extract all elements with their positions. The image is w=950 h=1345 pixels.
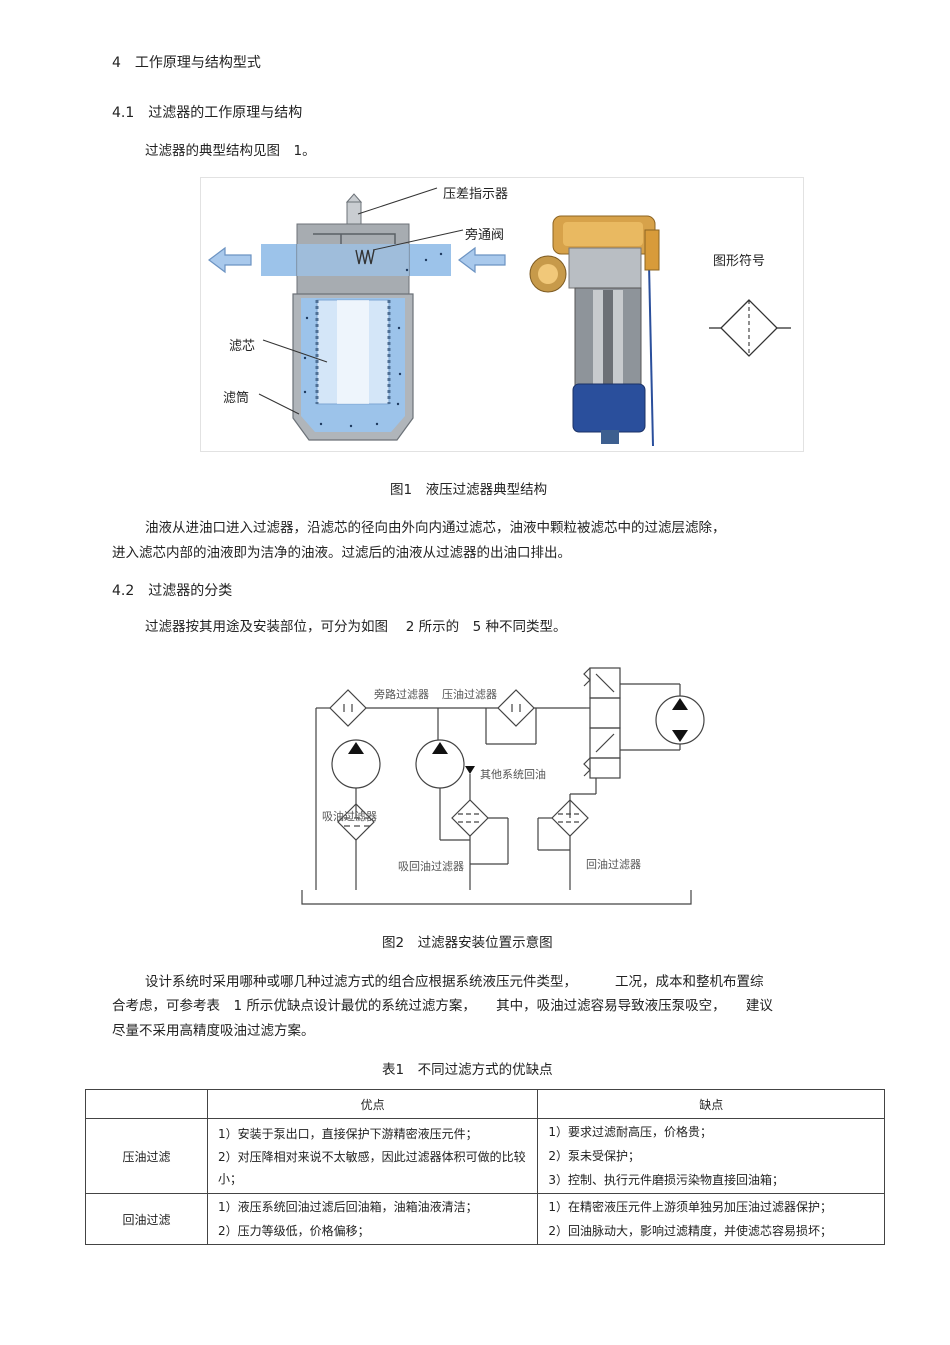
label-suction-return-filter: 吸回油过滤器 xyxy=(398,860,464,873)
paragraph-design-line-2: 合考虑，可参考表 1 所示优缺点设计最优的系统过滤方案， 其中，吸油过滤容易导致… xyxy=(112,998,773,1014)
suction-return-filter-symbol xyxy=(451,799,489,837)
header-cell-empty xyxy=(85,1089,208,1119)
inlet-arrow xyxy=(458,246,506,274)
figure-2-caption: 图2 过滤器安装位置示意图 xyxy=(382,935,553,951)
row-name-pressure: 压油过滤 xyxy=(85,1118,208,1194)
label-filter-core: 滤芯 xyxy=(229,339,256,354)
cons-item: 2）泵未受保护； xyxy=(548,1149,641,1163)
row-pros-return: 1）液压系统回油过滤后回油箱，油箱油液清洁； 2）压力等级低，价格偏移； xyxy=(206,1193,539,1245)
paragraph-design-line-3: 尽量不采用高精度吸油过滤方案。 xyxy=(112,1023,315,1039)
pros-item: 1）安装于泵出口，直接保护下游精密液压元件； xyxy=(217,1127,478,1141)
head-flow-channel xyxy=(297,244,409,276)
figure-1-drawing xyxy=(208,187,791,447)
row-name-return: 回油过滤 xyxy=(85,1193,208,1245)
figure-2-install-positions: 旁路过滤器 压油过滤器 其他系统回油 吸油过滤器 吸回油过滤器 回油过滤器 xyxy=(296,654,716,908)
paragraph-working-line-2: 进入滤芯内部的油液即为洁净的油液。过滤后的油液从过滤器的出油口排出。 xyxy=(112,545,571,561)
figure-2-circuit xyxy=(301,667,705,905)
row-cons-pressure: 1）要求过滤耐高压，价格贵； 2）泵未受保护； 3）控制、执行元件磨损污染物直接… xyxy=(537,1118,885,1194)
table-row: 压油过滤 1）安装于泵出口，直接保护下游精密液压元件； 2）对压降相对来说不太敏… xyxy=(85,1118,885,1194)
header-cell-pros: 优点 xyxy=(206,1089,539,1119)
cons-item: 1）要求过滤耐高压，价格贵； xyxy=(548,1125,713,1139)
return-arrow xyxy=(465,766,475,774)
label-other-system-return: 其他系统回油 xyxy=(480,768,546,781)
heading-section-4-2: 4.2 过滤器的分类 xyxy=(112,583,233,599)
heading-section-4-1: 4.1 过滤器的工作原理与结构 xyxy=(112,105,303,121)
figure-1-caption: 图1 液压过滤器典型结构 xyxy=(390,482,548,498)
cons-item: 2）回油脉动大，影响过滤精度，并使滤芯容易损坏； xyxy=(548,1224,833,1238)
cons-item: 1）在精密液压元件上游须单独另加压油过滤器保护； xyxy=(548,1200,833,1214)
pump-1-arrow xyxy=(348,742,364,754)
paragraph-classification: 过滤器按其用途及安装部位，可分为如图 2 所示的 5 种不同类型。 xyxy=(145,619,567,635)
pressure-filter-symbol xyxy=(497,689,535,727)
pressure-indicator-cap xyxy=(345,193,363,203)
bypass-valve-spring xyxy=(355,249,375,265)
label-pressure-indicator: 压差指示器 xyxy=(443,187,509,202)
cons-item: 3）控制、执行元件磨损污染物直接回油箱； xyxy=(548,1173,785,1187)
table-row: 回油过滤 1）液压系统回油过滤后回油箱，油箱油液清洁； 2）压力等级低，价格偏移… xyxy=(85,1193,885,1245)
pros-cons-table: 优点 缺点 压油过滤 1）安装于泵出口，直接保护下游精密液压元件； 2）对压降相… xyxy=(85,1089,885,1245)
row-pros-pressure: 1）安装于泵出口，直接保护下游精密液压元件； 2）对压降相对来说不太敏感，因此过… xyxy=(206,1118,539,1194)
pros-item: 2）压力等级低，价格偏移； xyxy=(217,1224,370,1238)
label-bypass-filter: 旁路过滤器 xyxy=(374,688,429,701)
label-bypass-valve: 旁通阀 xyxy=(465,228,505,243)
outlet-arrow xyxy=(208,246,252,274)
paragraph-design-line-1: 设计系统时采用哪种或哪几种过滤方式的组合应根据系统液压元件类型， 工况，成本和整… xyxy=(145,974,764,990)
table-header-row: 优点 缺点 xyxy=(85,1089,885,1119)
contaminant-dots xyxy=(303,252,443,428)
table-1-caption: 表1 不同过滤方式的优缺点 xyxy=(382,1062,553,1078)
bypass-filter-symbol xyxy=(329,689,367,727)
label-pressure-filter: 压油过滤器 xyxy=(442,688,497,701)
label-return-filter: 回油过滤器 xyxy=(586,858,641,871)
heading-section-4: 4 工作原理与结构型式 xyxy=(112,55,261,71)
tank-line xyxy=(301,890,692,905)
figure-1-filter-structure: 压差指示器 旁通阀 图形符号 滤芯 滤筒 xyxy=(200,177,804,452)
pros-item: 1）液压系统回油过滤后回油箱，油箱油液清洁； xyxy=(217,1200,478,1214)
row-cons-return: 1）在精密液压元件上游须单独另加压油过滤器保护； 2）回油脉动大，影响过滤精度，… xyxy=(537,1193,885,1245)
label-filter-housing: 滤筒 xyxy=(223,391,250,406)
pressure-indicator-pin xyxy=(346,201,362,225)
label-graphic-symbol: 图形符号 xyxy=(713,254,766,269)
header-cell-cons: 缺点 xyxy=(537,1089,885,1119)
filter-graphic-symbol xyxy=(720,299,778,357)
core-inner xyxy=(337,300,369,404)
filter-cutaway-illustration xyxy=(529,215,660,447)
valve-block-mid xyxy=(589,697,621,729)
motor-arrow-top xyxy=(672,698,688,710)
pros-item: 2）对压降相对来说不太敏感，因此过滤器体积可做的比较小； xyxy=(217,1150,526,1186)
label-suction-filter: 吸油过滤器 xyxy=(322,810,377,823)
paragraph-working-line-1: 油液从进油口进入过滤器，沿滤芯的径向由外向内通过滤芯，油液中颗粒被滤芯中的过滤层… xyxy=(145,520,726,536)
paragraph-figure-ref: 过滤器的典型结构见图 1。 xyxy=(145,143,316,159)
pump-2-arrow xyxy=(432,742,448,754)
motor-arrow-bottom xyxy=(672,730,688,742)
